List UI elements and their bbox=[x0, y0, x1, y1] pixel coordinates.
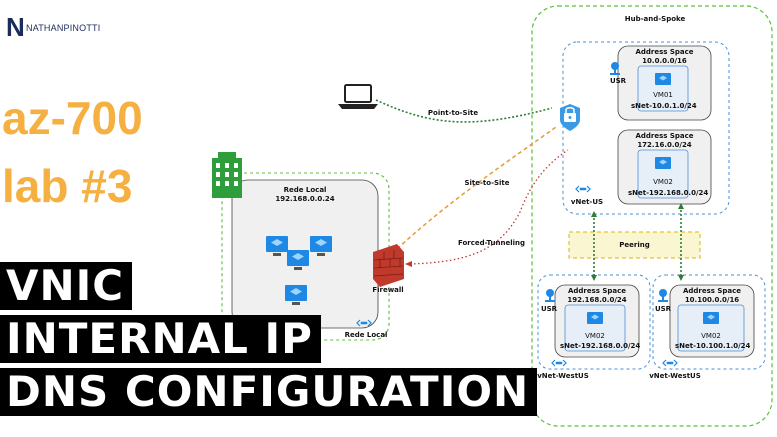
building-icon bbox=[212, 152, 242, 198]
route-table-icons bbox=[545, 62, 668, 302]
headline-bar3: DNS CONFIGURATION bbox=[0, 368, 538, 416]
peering-label: Peering bbox=[619, 241, 650, 249]
spoke-right-address-title: Address Space bbox=[682, 287, 742, 295]
vnet-icons bbox=[356, 185, 678, 367]
forced-tunneling-label: Forced-Tunneling bbox=[458, 239, 526, 247]
spoke-right-label: vNet-WestUS bbox=[649, 372, 701, 380]
headline-bar1: VNIC bbox=[0, 262, 133, 310]
vnet-us-label: vNet-US bbox=[570, 198, 604, 206]
forced-tunneling-link bbox=[409, 149, 569, 265]
subnet-box-1 bbox=[637, 65, 689, 112]
spoke-right-subnet: sNet-10.100.1.0/24 bbox=[675, 342, 751, 350]
laptop-icon bbox=[338, 84, 378, 109]
subnet1-address-title: Address Space bbox=[635, 48, 694, 56]
site-to-site-link bbox=[396, 126, 557, 250]
spoke-right-usr: USR bbox=[654, 305, 672, 313]
azure-vm-icons bbox=[587, 73, 719, 324]
hub-container bbox=[531, 5, 773, 427]
spoke-left-subnet-box bbox=[564, 304, 626, 352]
subnet2-vm: VM02 bbox=[653, 178, 673, 186]
local-vm-icons bbox=[266, 236, 332, 305]
logo-mark-icon: N bbox=[6, 12, 25, 42]
spoke-right-subnet-box bbox=[677, 304, 745, 352]
headline-bar2: INTERNAL IP bbox=[0, 315, 321, 363]
local-label: Rede Local bbox=[344, 331, 388, 339]
subnet1-address: 10.0.0.0/16 bbox=[642, 57, 687, 65]
point-to-site-link bbox=[375, 99, 553, 123]
spoke-right-container bbox=[652, 274, 766, 370]
subnet2-address: 172.16.0.0/24 bbox=[637, 141, 692, 149]
peering-links bbox=[593, 206, 682, 278]
local-address: 192.168.0.0.24 bbox=[275, 195, 335, 203]
headline-line1: az-700 bbox=[2, 92, 143, 144]
site-to-site-label: Site-to-Site bbox=[464, 179, 510, 187]
spoke-left-address: 192.168.0.0/24 bbox=[567, 296, 627, 304]
subnet2-name: sNet-192.168.0.0/24 bbox=[628, 189, 709, 197]
local-title: Rede Local bbox=[283, 186, 327, 194]
spoke-left-label: vNet-WestUS bbox=[537, 372, 589, 380]
firewall-label: Firewall bbox=[372, 286, 404, 294]
spoke-left-vm: VM02 bbox=[585, 332, 605, 340]
logo-name: NATHANPINOTTI bbox=[26, 23, 101, 33]
spoke-left-usr: USR bbox=[540, 305, 558, 313]
spoke-right-vm: VM02 bbox=[701, 332, 721, 340]
subnet-box-2 bbox=[637, 149, 689, 199]
vnet-us-usr: USR bbox=[609, 77, 627, 85]
peering-box bbox=[568, 231, 701, 259]
subnet1-name: sNet-10.0.1.0/24 bbox=[631, 102, 697, 110]
vnet-us-container bbox=[562, 41, 730, 215]
spoke-left-subnet: sNet-192.168.0.0/24 bbox=[560, 342, 641, 350]
subnet2-address-title: Address Space bbox=[635, 132, 694, 140]
spoke-right-address: 10.100.0.0/16 bbox=[684, 296, 740, 304]
headline-line2: lab #3 bbox=[2, 160, 133, 212]
subnet1-vm: VM01 bbox=[653, 91, 673, 99]
firewall-icon bbox=[373, 244, 404, 287]
local-outer-container bbox=[221, 172, 390, 341]
hub-title: Hub-and-Spoke bbox=[624, 15, 686, 23]
point-to-site-label: Point-to-Site bbox=[427, 109, 479, 117]
spoke-left-address-title: Address Space bbox=[567, 287, 627, 295]
vpn-gateway-icon bbox=[560, 104, 580, 131]
